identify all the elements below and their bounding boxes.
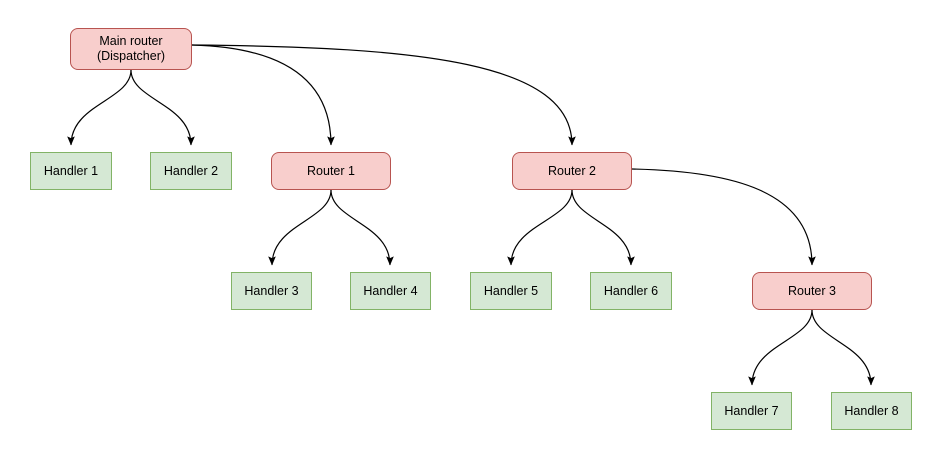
node-handler-3[interactable]: Handler 3 — [231, 272, 312, 310]
node-handler-1[interactable]: Handler 1 — [30, 152, 112, 190]
node-handler-4[interactable]: Handler 4 — [350, 272, 431, 310]
node-handler-2[interactable]: Handler 2 — [150, 152, 232, 190]
node-main-router[interactable]: Main router (Dispatcher) — [70, 28, 192, 70]
edge-router-3-to-handler-7 — [748, 309, 813, 386]
edge-router-2-to-handler-6 — [571, 189, 635, 266]
node-router-1[interactable]: Router 1 — [271, 152, 391, 190]
edge-router-2-to-router-3 — [631, 168, 816, 266]
edge-router-3-to-handler-8 — [811, 309, 875, 386]
node-router-2[interactable]: Router 2 — [512, 152, 632, 190]
edge-main-router-to-router-2 — [191, 44, 576, 146]
edge-router-2-to-handler-5 — [507, 189, 573, 266]
edge-router-1-to-handler-4 — [330, 189, 394, 266]
node-handler-7[interactable]: Handler 7 — [711, 392, 792, 430]
node-router-3[interactable]: Router 3 — [752, 272, 872, 310]
edge-router-1-to-handler-3 — [268, 189, 332, 266]
node-handler-5[interactable]: Handler 5 — [470, 272, 552, 310]
edge-main-router-to-handler-1 — [67, 69, 132, 146]
node-handler-6[interactable]: Handler 6 — [590, 272, 672, 310]
node-handler-8[interactable]: Handler 8 — [831, 392, 912, 430]
edge-main-router-to-router-1 — [191, 44, 335, 146]
edge-main-router-to-handler-2 — [130, 69, 195, 146]
